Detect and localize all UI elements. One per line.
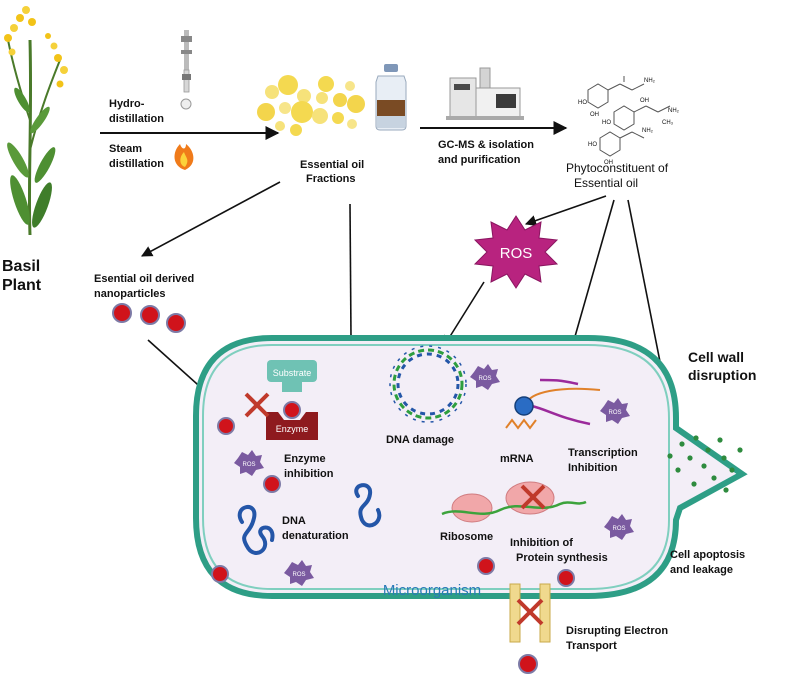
chem-label-6: NH₂ [668,108,680,114]
hydro-label-line2: distillation [109,113,164,125]
chemical-structures-icon [587,76,671,157]
arrow-to-nanoparticles [141,181,281,257]
ros-small-badge: ROS [470,364,500,390]
oil-bottle-icon [375,64,407,131]
enzyme-inhibition-label-line1: Enzyme [284,453,326,465]
enzyme-inhibition-label-line2: inhibition [284,468,334,480]
flame-icon [174,144,194,170]
hydro-label-line1: Hydro- [109,98,145,110]
chem-label-3: NH₂ [644,78,656,84]
dna-damage-label: DNA damage [386,434,454,446]
nanoparticle-bound [283,401,301,419]
nanoparticle [211,565,229,583]
chem-label-4: OH [640,98,649,104]
fractions-label-line1: Essential oil [300,159,364,171]
ros-small-badge: ROS [284,560,314,586]
steam-label-line1: Steam [109,143,142,155]
chem-label-5: HO [602,120,611,126]
dna-denaturation-label-line1: DNA [282,515,306,527]
chem-label-7: HO [588,142,597,148]
electron-label-line2: Transport [566,640,617,652]
enzyme-label: Enzyme [276,424,309,434]
transcription-label-line2: Inhibition [568,462,618,474]
chem-label-2: OH [590,112,599,118]
nanoparticle [477,557,495,575]
nanoparticle [557,569,575,587]
ros-label: ROS [500,245,533,262]
gcms-label-line2: and purification [438,154,521,166]
ribosome-label: Ribosome [440,531,493,543]
apoptosis-label-line1: Cell apoptosis [670,549,745,561]
nanoparticle [518,654,538,674]
phyto-label-line2: Essential oil [574,176,638,190]
gc-ms-instrument-icon [446,67,524,120]
electron-transport-channel-icon [509,583,551,643]
microorganism-cell [193,335,748,599]
svg-text:ROS: ROS [478,376,491,382]
chem-label-8: OH [604,160,613,166]
plant-label-line2: Plant [2,277,42,294]
dna-denaturation-label-line2: denaturation [282,530,349,542]
fractions-label-line2: Fractions [306,173,356,185]
nanoparticle [263,475,281,493]
protein-synthesis-label-line2: Protein synthesis [516,552,608,564]
nano-label-line1: Esential oil derived [94,273,194,285]
apoptosis-label-line2: and leakage [670,564,733,576]
arrow-to-ros [524,195,607,226]
denatured-dna-icon [237,483,382,555]
microorganism-label: Microorganism [383,582,481,599]
steam-label-line2: distillation [109,158,164,170]
plant-label-line1: Basil [2,258,40,275]
electron-label-line1: Disrupting Electron [566,625,668,637]
ros-small-badge: ROS [600,398,630,424]
substrate-shape [267,360,317,392]
ros-burst-icon [473,215,559,289]
phyto-label-line1: Phytoconstituent of [566,161,669,175]
leakage-particles-icon [667,435,743,493]
nanoparticle [217,417,235,435]
dna-plasmid-icon [389,345,467,423]
nanoparticles-icon [112,303,186,333]
chem-label-10: CH₃ [662,120,674,126]
ros-small-badge: ROS [604,514,634,540]
rna-polymerase-icon [505,378,601,430]
transcription-label-line1: Transcription [568,447,638,459]
svg-text:ROS: ROS [242,462,255,468]
basil-plant-icon [4,6,68,236]
substrate-label: Substrate [273,368,312,378]
distillation-apparatus-icon [180,30,192,110]
gcms-label-line1: GC-MS & isolation [438,139,534,151]
oil-droplets-icon [257,75,365,136]
svg-text:ROS: ROS [608,410,621,416]
svg-text:ROS: ROS [292,572,305,578]
inhibition-x-icon [520,484,546,510]
cell-wall-label-line2: disruption [688,367,756,383]
cell-wall-label-line1: Cell wall [688,349,744,365]
protein-synthesis-label-line1: Inhibition of [510,537,573,549]
ros-small-badge: ROS [234,450,264,476]
mrna-label: mRNA [500,453,534,465]
svg-text:ROS: ROS [612,526,625,532]
enzyme-shape [266,412,318,440]
nano-label-line2: nanoparticles [94,288,166,300]
chem-label-1: HO [578,100,587,106]
chem-label-9: NH₂ [642,128,654,134]
inhibition-x-icon [244,392,270,418]
